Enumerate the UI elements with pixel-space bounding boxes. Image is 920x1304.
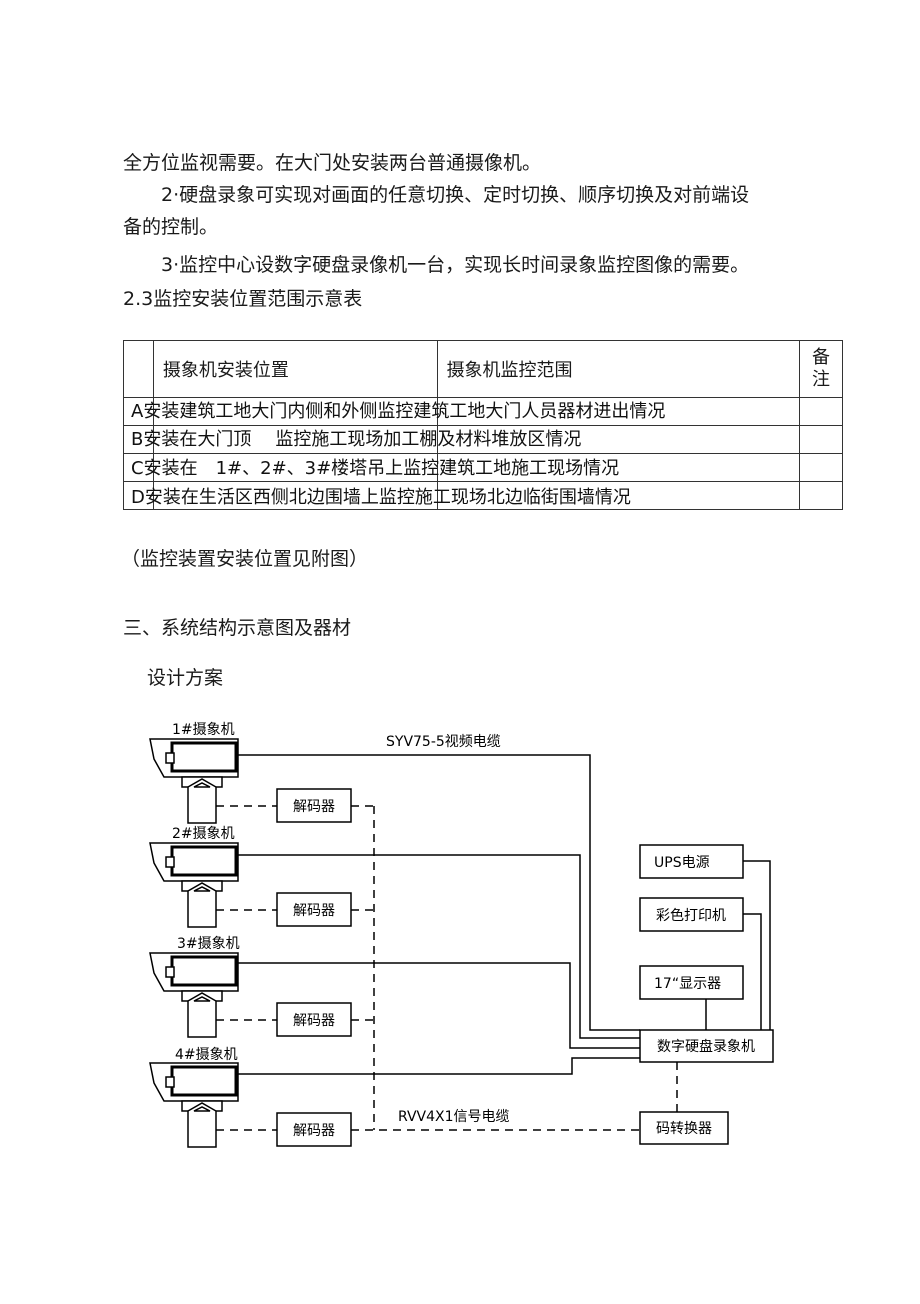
monitor-label: 17“显示器	[654, 976, 721, 992]
paragraph-1: 全方位监视需要。在大门处安装两台普通摄像机。	[123, 152, 542, 174]
decoder-3-label: 解码器	[293, 1013, 335, 1029]
dvr-label: 数字硬盘录象机	[657, 1038, 755, 1055]
row-d-range: 监控施工现场北边临街围墙情况	[378, 487, 631, 508]
decoder-1: 解码器	[276, 788, 352, 823]
table-row	[123, 397, 843, 426]
table-header-row: 摄象机安装位置 摄象机监控范围 备注	[123, 340, 843, 398]
table-row	[123, 481, 843, 510]
header-note-char-2: 注	[812, 369, 831, 390]
camera-3-label: 3#摄象机	[177, 936, 240, 952]
header-location-label: 摄象机安装位置	[162, 360, 289, 381]
row-d-text: D安装在生活区西侧北边围墙上监控施工现场北边临街围墙情况	[131, 487, 631, 509]
decoder-4-label: 解码器	[293, 1123, 335, 1139]
table-header-range: 摄象机监控范围	[436, 340, 801, 398]
location-table: 摄象机安装位置 摄象机监控范围 备注	[123, 340, 843, 510]
row-d-location: 安装在生活区西侧北边围墙上	[144, 487, 379, 508]
row-a-location: 安装建筑工地大门内侧和外侧	[143, 401, 378, 422]
ups-power: UPS电源	[639, 844, 744, 879]
decoder-control-lines	[216, 805, 678, 1131]
camera-1	[148, 737, 240, 825]
row-d-id: D	[131, 487, 145, 508]
row-b-location: 安装在大门顶	[143, 429, 252, 450]
header-range-label: 摄象机监控范围	[446, 360, 573, 381]
design-title: 设计方案	[147, 667, 224, 689]
ups-label: UPS电源	[654, 855, 710, 871]
decoder-2: 解码器	[276, 892, 352, 927]
camera-2-label: 2#摄象机	[172, 826, 235, 842]
printer-label: 彩色打印机	[656, 907, 726, 924]
decoder-1-label: 解码器	[293, 799, 335, 815]
monitor-17: 17“显示器	[639, 965, 744, 1000]
paragraph-2-line-1: 2·硬盘录象可实现对画面的任意切换、定时切换、顺序切换及对前端设	[161, 184, 750, 206]
decoder-4: 解码器	[276, 1112, 352, 1147]
camera-4	[148, 1061, 240, 1149]
camera-4-label: 4#摄象机	[175, 1047, 238, 1063]
row-c-id: C	[131, 458, 144, 479]
table-row	[123, 425, 843, 454]
table-note: （监控装置安装位置见附图）	[121, 548, 369, 570]
row-a-id: A	[131, 401, 144, 422]
video-cables	[238, 754, 640, 1075]
row-c-location: 安装在 1#、2#、3#楼塔吊上	[143, 458, 404, 479]
section-2-3-title: 2.3监控安装位置范围示意表	[123, 288, 363, 310]
equipment-connections	[705, 860, 771, 1030]
row-c-text: C安装在 1#、2#、3#楼塔吊上监控建筑工地施工现场情况	[131, 458, 619, 480]
table-header-note: 备注	[799, 340, 843, 398]
row-b-range: 监控施工现场加工棚及材料堆放区情况	[275, 429, 582, 450]
digital-video-recorder: 数字硬盘录象机	[639, 1029, 774, 1063]
converter-label: 码转换器	[656, 1120, 712, 1137]
paragraph-3: 3·监控中心设数字硬盘录像机一台，实现长时间录象监控图像的需要。	[161, 254, 750, 276]
video-cable-label: SYV75-5视频电缆	[386, 734, 501, 750]
decoder-3: 解码器	[276, 1002, 352, 1037]
row-b-id: B	[131, 429, 144, 450]
signal-cable-label: RVV4X1信号电缆	[398, 1109, 510, 1125]
row-a-range: 监控建筑工地大门人员器材进出情况	[377, 401, 666, 422]
row-a-text: A安装建筑工地大门内侧和外侧监控建筑工地大门人员器材进出情况	[131, 401, 665, 423]
camera-1-label: 1#摄象机	[172, 722, 235, 738]
decoder-2-label: 解码器	[293, 903, 335, 919]
row-c-range: 监控建筑工地施工现场情况	[403, 458, 620, 479]
row-b-text: B安装在大门顶 监控施工现场加工棚及材料堆放区情况	[131, 429, 581, 451]
paragraph-2-line-2: 备的控制。	[123, 216, 219, 238]
code-converter: 码转换器	[639, 1111, 729, 1145]
table-header-blank	[123, 340, 154, 398]
camera-3	[148, 951, 240, 1039]
section-3-title: 三、系统结构示意图及器材	[123, 617, 352, 639]
header-note-char-1: 备	[812, 347, 831, 368]
camera-2	[148, 841, 240, 929]
table-row	[123, 453, 843, 482]
color-printer: 彩色打印机	[639, 897, 744, 932]
